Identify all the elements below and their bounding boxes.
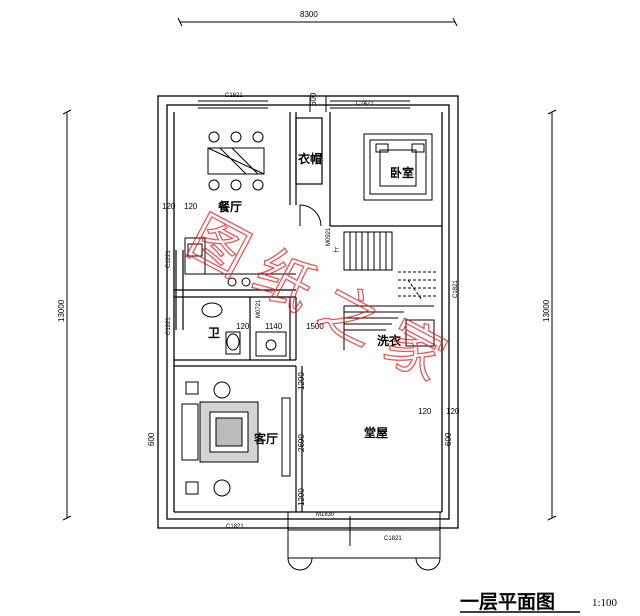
dim-depth-right: 13000 bbox=[542, 299, 551, 322]
door-bath-label: M0721 bbox=[256, 299, 262, 318]
top-windows bbox=[198, 96, 410, 112]
dim-overall-width: 8300 bbox=[300, 10, 318, 19]
window-top-right-label: C2421 bbox=[356, 101, 374, 107]
tv-cabinet bbox=[281, 397, 291, 477]
room-bedroom: 卧室 bbox=[390, 165, 414, 180]
exterior-walls bbox=[157, 95, 459, 529]
room-hall: 堂屋 bbox=[364, 425, 388, 440]
window-left-1-label: C1221 bbox=[166, 250, 172, 268]
dim-living-1200-top: 1200 bbox=[297, 372, 306, 390]
bedroom-door bbox=[299, 204, 322, 227]
kitchen-counter bbox=[184, 237, 296, 287]
room-labels: 餐厅 衣帽 卧室 卫 洗衣 客厅 堂屋 bbox=[208, 151, 414, 446]
dim-120-e: 120 bbox=[446, 407, 460, 416]
dimension-labels: 8300 13000 13000 600 600 600 120 120 120… bbox=[57, 10, 551, 506]
dim-120-b: 120 bbox=[184, 202, 198, 211]
dim-1140: 1140 bbox=[265, 322, 283, 331]
dim-right-stub: 600 bbox=[444, 432, 453, 446]
drawing-title: 一层平面图 bbox=[460, 591, 555, 613]
dim-120-c: 120 bbox=[236, 322, 250, 331]
overall-width-dimension bbox=[177, 17, 458, 27]
dim-living-2690: 2690 bbox=[297, 434, 306, 452]
room-living: 客厅 bbox=[253, 431, 278, 446]
window-top-left-label: C1821 bbox=[225, 93, 243, 99]
laundry-steps bbox=[343, 305, 435, 350]
dim-living-1200-bottom: 1200 bbox=[297, 488, 306, 506]
right-depth-dimension bbox=[547, 109, 557, 521]
door-bedroom-label: M0921 bbox=[326, 227, 332, 246]
left-depth-dimension bbox=[62, 109, 72, 521]
window-bottom-left-label: C1821 bbox=[226, 524, 244, 530]
front-porch bbox=[287, 511, 441, 571]
opening-labels: C1821 C2421 C1221 C1221 C1821 C1821 C182… bbox=[166, 93, 459, 542]
stair-up-label: 上 bbox=[333, 246, 339, 254]
dim-1500: 1500 bbox=[306, 322, 324, 331]
sofa-set bbox=[181, 381, 259, 497]
room-bath: 卫 bbox=[208, 326, 220, 340]
window-right-label: C1821 bbox=[453, 280, 459, 298]
bed bbox=[363, 133, 433, 201]
window-bottom-right-label: C1821 bbox=[384, 536, 402, 542]
room-laundry: 洗衣 bbox=[377, 333, 401, 348]
room-wardrobe: 衣帽 bbox=[298, 151, 322, 166]
drawing-scale: 1:100 bbox=[592, 597, 618, 609]
dim-120-a: 120 bbox=[162, 202, 176, 211]
window-left-2-label: C1221 bbox=[166, 317, 172, 335]
dim-top-stub: 600 bbox=[309, 92, 318, 106]
dim-left-stub: 600 bbox=[147, 432, 156, 446]
room-dining: 餐厅 bbox=[218, 199, 242, 214]
door-main-label: M1830 bbox=[316, 512, 335, 518]
bathroom-fixtures bbox=[201, 302, 287, 357]
dim-depth-left: 13000 bbox=[57, 299, 66, 322]
dim-120-d: 120 bbox=[418, 407, 432, 416]
watermark: 图纸之家 bbox=[177, 202, 470, 401]
dining-table bbox=[207, 131, 265, 191]
staircase bbox=[343, 231, 436, 350]
